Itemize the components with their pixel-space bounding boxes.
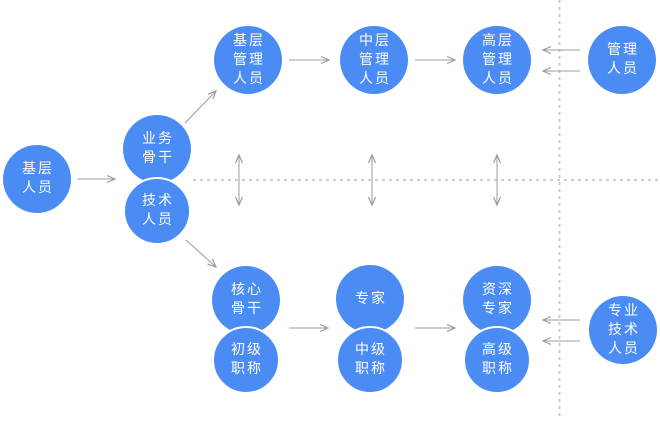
node-label-line: 人员 bbox=[359, 70, 391, 87]
node-label-line: 管理 bbox=[359, 51, 391, 68]
node-label-line: 骨干 bbox=[231, 301, 263, 317]
node-label-line: 人员 bbox=[22, 180, 54, 196]
node-label-line: 职称 bbox=[355, 361, 387, 377]
node-label-line: 技术 bbox=[142, 193, 174, 209]
arrows bbox=[77, 50, 580, 341]
node-label-line: 职称 bbox=[482, 361, 514, 377]
node-label-line: 人员 bbox=[142, 212, 174, 228]
node-label-line: 核心 bbox=[231, 282, 263, 298]
node-label-line: 中级 bbox=[355, 342, 387, 358]
node-middle-management: 中层 管理 人员 bbox=[340, 26, 408, 94]
node-junior-title: 初级 职称 bbox=[212, 326, 280, 394]
node-label-line: 专业 bbox=[608, 302, 640, 319]
node-technical-staff: 技术 人员 bbox=[123, 177, 191, 245]
node-professional-technical-staff: 专业 技术 人员 bbox=[589, 296, 657, 364]
node-intermediate-title: 中级 职称 bbox=[336, 326, 404, 394]
node-label-line: 人员 bbox=[482, 70, 514, 87]
node-business-backbone: 业务 骨干 bbox=[123, 115, 191, 183]
node-grassroots-staff: 基层 人员 bbox=[3, 145, 71, 213]
node-label-line: 管理 bbox=[233, 51, 265, 68]
node-label-line: 人员 bbox=[607, 61, 639, 77]
node-label-line: 基层 bbox=[22, 161, 54, 177]
node-junior-management: 基层 管理 人员 bbox=[214, 26, 282, 94]
node-label-line: 业务 bbox=[142, 131, 174, 147]
node-label-line: 人员 bbox=[608, 340, 640, 357]
node-label-line: 高级 bbox=[482, 342, 514, 358]
node-label-line: 管理 bbox=[482, 51, 514, 68]
node-senior-expert: 资深 专家 bbox=[463, 266, 531, 334]
dotted-guides bbox=[193, 0, 660, 418]
node-label-line: 中层 bbox=[359, 32, 391, 49]
node-senior-management: 高层 管理 人员 bbox=[463, 26, 531, 94]
arrow-techstaff-to-corebackbone bbox=[185, 239, 216, 267]
node-label-line: 技术 bbox=[608, 321, 640, 338]
node-label-line: 管理 bbox=[607, 42, 639, 58]
node-senior-title: 高级 职称 bbox=[463, 326, 531, 394]
node-label-line: 职称 bbox=[231, 361, 263, 377]
node-label-line: 人员 bbox=[233, 70, 265, 87]
node-label-line: 基层 bbox=[233, 32, 265, 49]
node-label-line: 高层 bbox=[482, 32, 514, 49]
node-expert: 专家 bbox=[336, 265, 404, 333]
node-label-line: 专家 bbox=[355, 290, 387, 307]
node-label-line: 资深 bbox=[482, 282, 514, 298]
node-label-line: 骨干 bbox=[142, 150, 174, 166]
node-label-line: 初级 bbox=[231, 342, 263, 358]
arrow-bizbackbone-to-jrmgmt bbox=[184, 91, 216, 124]
node-management-staff: 管理 人员 bbox=[588, 26, 656, 94]
node-core-backbone: 核心 骨干 bbox=[212, 266, 280, 334]
node-label-line: 专家 bbox=[482, 301, 514, 317]
